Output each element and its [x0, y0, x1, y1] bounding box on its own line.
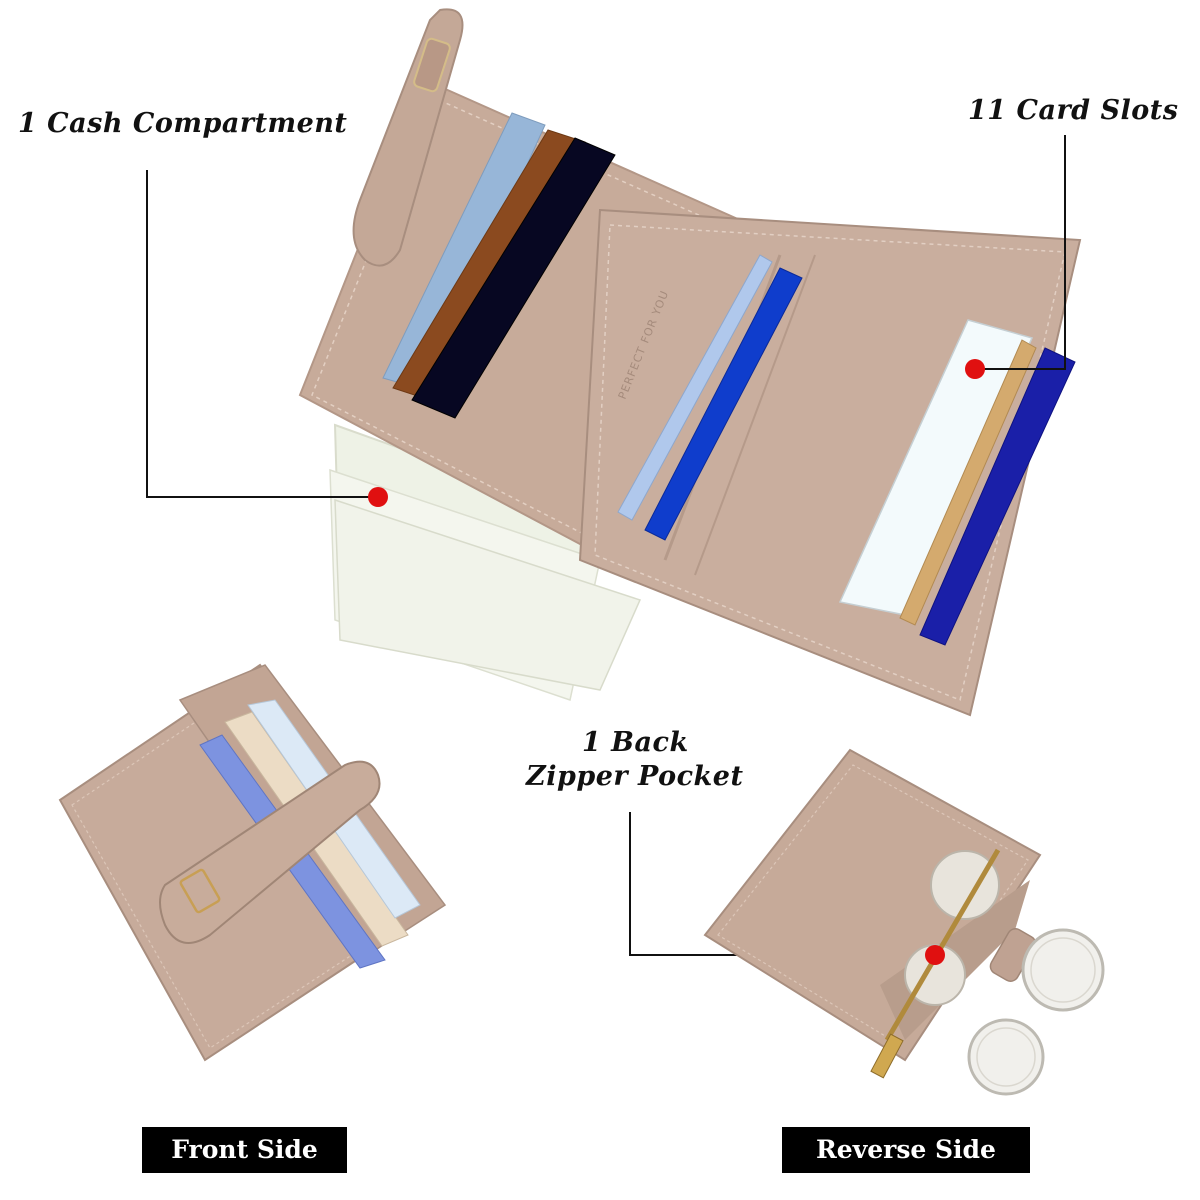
open-wallet: PERFECT FOR YOU	[298, 8, 1082, 717]
zipper-pocket-label-line2: Zipper Pocket	[526, 761, 744, 792]
front-side-badge: Front Side	[142, 1127, 347, 1173]
card-slots-label: 11 Card Slots	[968, 95, 1179, 126]
coin	[967, 1018, 1045, 1096]
card-royal-blue	[644, 267, 803, 541]
front-wallet	[58, 663, 447, 1062]
zipper-pocket-label-line1: 1 Back	[582, 727, 689, 758]
card-black	[411, 137, 616, 419]
coin	[1021, 928, 1105, 1012]
markers	[368, 359, 985, 965]
card-pale-blue	[617, 254, 773, 521]
card-gold	[899, 339, 1037, 626]
marker-cash	[368, 487, 388, 507]
reverse-wallet	[703, 748, 1105, 1096]
marker-cards	[965, 359, 985, 379]
cash-compartment-label: 1 Cash Compartment	[18, 108, 348, 139]
marker-zipper	[925, 945, 945, 965]
reverse-side-badge: Reverse Side	[782, 1127, 1030, 1173]
